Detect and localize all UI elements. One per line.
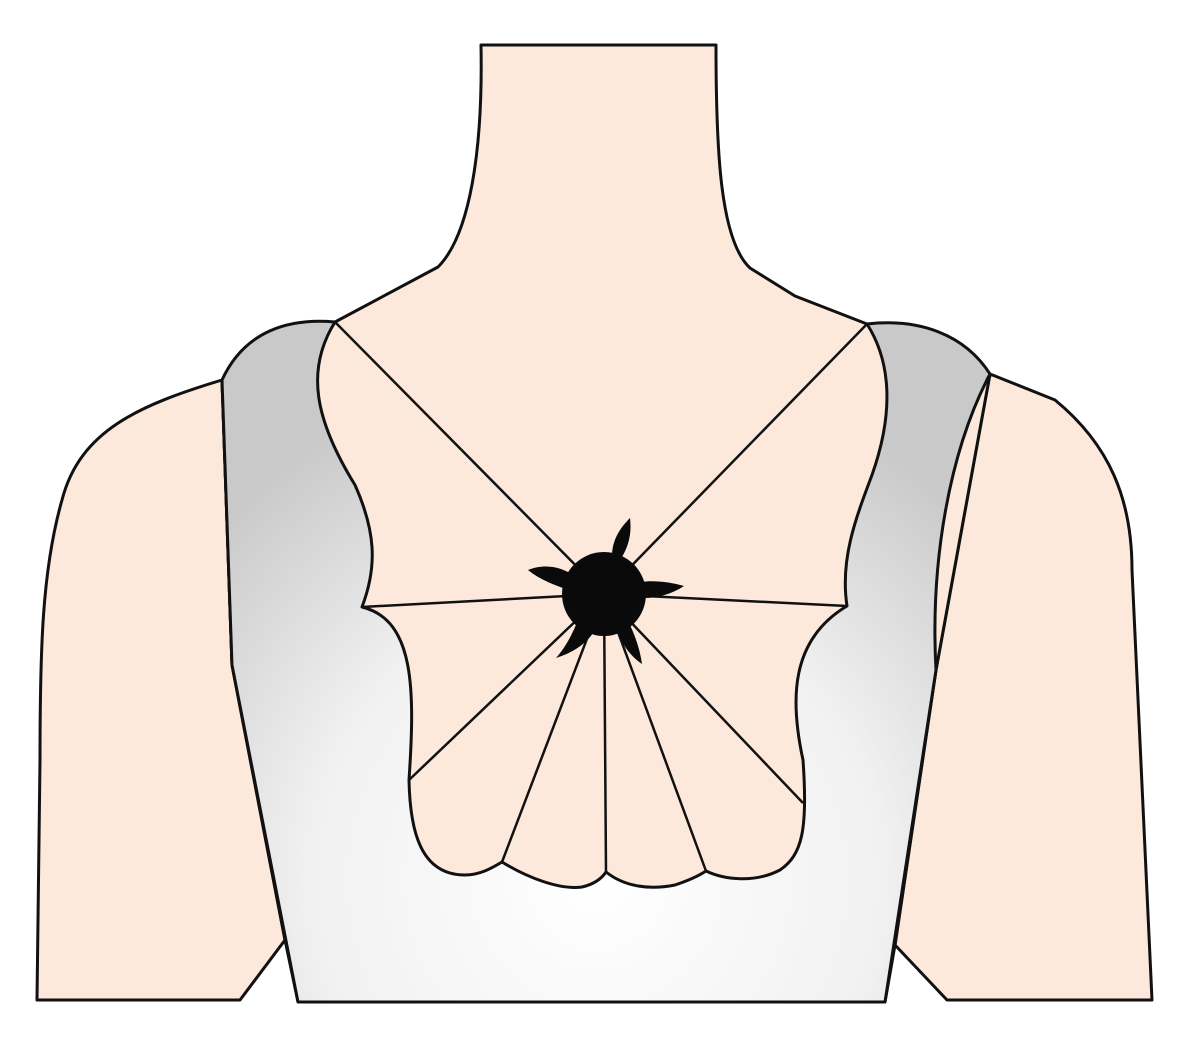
brooch-petal	[528, 566, 568, 590]
brooch-center	[562, 552, 646, 636]
brooch-petal	[618, 625, 642, 664]
neckline-ray	[602, 593, 708, 872]
neckline-ray	[408, 593, 605, 781]
brooch-petal	[640, 581, 684, 598]
flower-brooch-icon	[528, 518, 684, 664]
neckline-ray	[603, 323, 868, 595]
left-arm	[35, 378, 287, 1002]
brooch-petal	[612, 518, 631, 560]
neckline-ray	[334, 321, 605, 595]
neckline-ray	[602, 593, 608, 873]
neckline-ray	[603, 593, 804, 804]
right-arm	[893, 372, 1154, 1002]
